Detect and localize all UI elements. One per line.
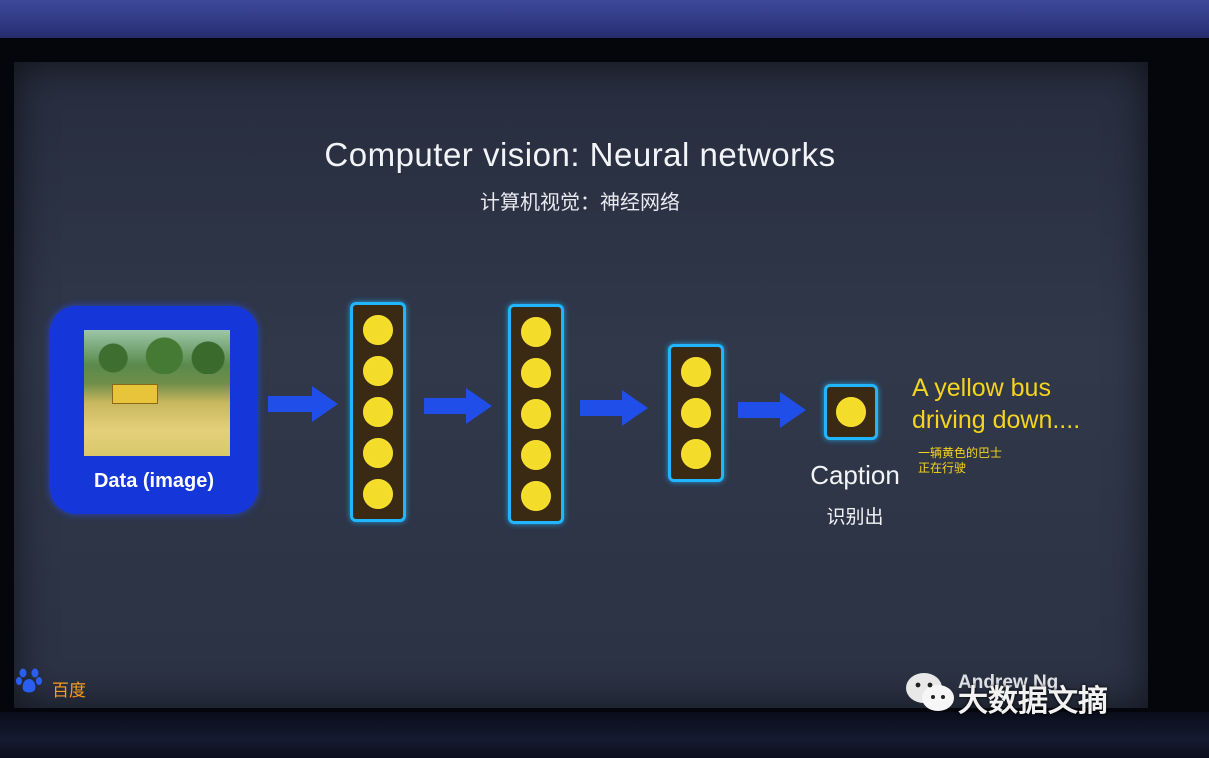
caption-sub-label: 识别出 xyxy=(826,507,884,528)
neuron-node xyxy=(521,399,551,429)
data-label: Data (image) xyxy=(93,470,215,492)
neuron-node xyxy=(363,315,393,345)
audience-area xyxy=(0,712,1209,758)
watermark-text: 大数据文摘 xyxy=(958,685,1108,718)
slide-title: Computer vision: Neural networks xyxy=(324,136,836,173)
neuron-node xyxy=(521,317,551,347)
neuron-node xyxy=(521,358,551,388)
output-caption-zh: 一辆黄色的巴士 正在行驶 xyxy=(918,446,1048,476)
output-zh-line-2: 正在行驶 xyxy=(918,461,967,475)
arrow-icon xyxy=(268,386,338,422)
photo-bus xyxy=(112,384,158,404)
output-en-line-2: driving down.... xyxy=(912,406,1081,434)
caption-label: Caption xyxy=(810,460,900,490)
neuron-node xyxy=(521,481,551,511)
baidu-logo-text: 百度 xyxy=(52,681,86,700)
output-zh-line-1: 一辆黄色的巴士 xyxy=(918,446,1003,460)
neuron-node xyxy=(681,357,711,387)
neuron-node xyxy=(681,439,711,469)
arrow-icon xyxy=(424,388,492,424)
slide-subtitle: 计算机视觉：神经网络 xyxy=(480,192,680,214)
speaker-name: Andrew Ng xyxy=(958,672,1059,693)
photo-trees xyxy=(84,334,230,374)
neuron-node xyxy=(681,398,711,428)
output-caption-en: A yellow bus driving down.... xyxy=(912,372,1122,436)
neuron-node xyxy=(363,479,393,509)
wechat-icon xyxy=(906,673,954,711)
arrow-icon xyxy=(580,390,648,426)
output-en-line-1: A yellow bus xyxy=(912,374,1051,402)
neuron-node xyxy=(521,440,551,470)
neuron-node xyxy=(836,397,866,427)
arrow-icon xyxy=(738,392,806,428)
baidu-paw-icon xyxy=(16,668,42,693)
neuron-node xyxy=(363,356,393,386)
neuron-node xyxy=(363,397,393,427)
neuron-node xyxy=(363,438,393,468)
